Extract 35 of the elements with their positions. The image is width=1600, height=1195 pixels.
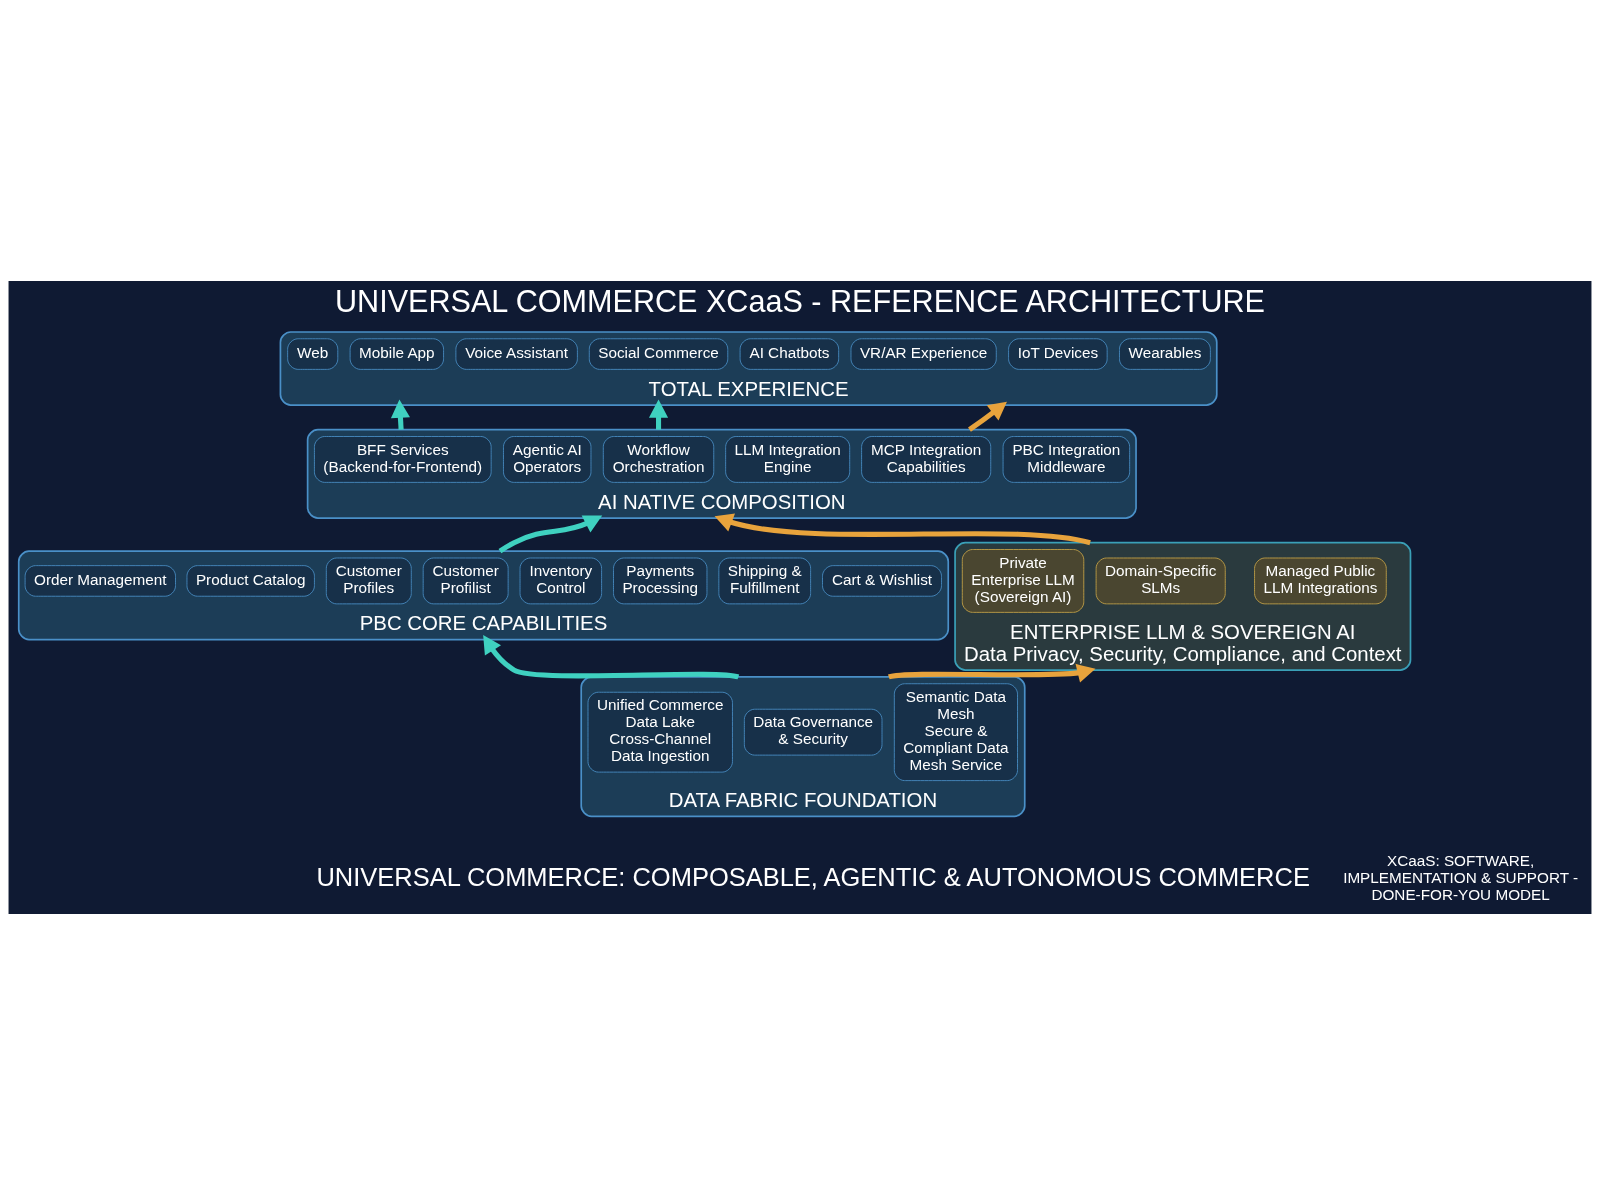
node-box: Customer Profiles: [325, 557, 412, 605]
node-box: IoT Devices: [1008, 338, 1108, 370]
arrow: [888, 663, 1096, 683]
node-box: Agentic AI Operators: [503, 436, 592, 483]
arrow: [498, 515, 603, 554]
node-box: BFF Services (Backend-for-Frontend): [314, 436, 492, 483]
arrow: [483, 634, 739, 680]
node-box: Web: [287, 338, 339, 370]
node-box: Product Catalog: [186, 565, 315, 597]
node-box: Shipping & Fulfillment: [718, 557, 812, 605]
node-box: AI Chatbots: [739, 338, 840, 370]
node-box: Cart & Wishlist: [822, 565, 942, 597]
node-box: Unified Commerce Data Lake Cross-Channel Data Ingestion: [587, 691, 733, 773]
node-box: Workflow Orchestration: [602, 436, 715, 483]
node-box: Mobile App: [349, 338, 444, 370]
node-box: Managed Public LLM Integrations: [1254, 557, 1387, 605]
node-box: Data Governance & Security: [743, 708, 883, 756]
diagram-title: UNIVERSAL COMMERCE XCaaS - REFERENCE ARCHITECTURE: [335, 284, 1265, 319]
node-box: Private Enterprise LLM (Sovereign AI): [961, 549, 1085, 613]
label: XCaaS: SOFTWARE, IMPLEMENTATION & SUPPORT - DONE-FOR-YOU MODEL: [1343, 851, 1579, 903]
node-box: PBC Integration Middleware: [1002, 436, 1131, 483]
node-box: Wearables: [1119, 338, 1211, 370]
node-box: Voice Assistant: [455, 338, 578, 370]
node-box: Payments Processing: [613, 557, 708, 605]
node-box: Domain-Specific SLMs: [1095, 557, 1226, 605]
node-box: LLM Integration Engine: [725, 436, 851, 483]
node-box: Customer Profilist: [422, 557, 509, 605]
node-box: Semantic Data Mesh Secure & Compliant Data Mesh Service: [893, 683, 1018, 782]
node-box: Order Management: [24, 565, 176, 597]
node-box: VR/AR Experience: [850, 338, 997, 370]
caption: UNIVERSAL COMMERCE: COMPOSABLE, AGENTIC & AUTONOMOUS COMMERCE: [316, 862, 1310, 891]
node-box: Social Commerce: [588, 338, 729, 370]
node-box: MCP Integration Capabilities: [861, 436, 992, 483]
node-box: Inventory Control: [519, 557, 603, 605]
arrow: [968, 401, 1007, 432]
